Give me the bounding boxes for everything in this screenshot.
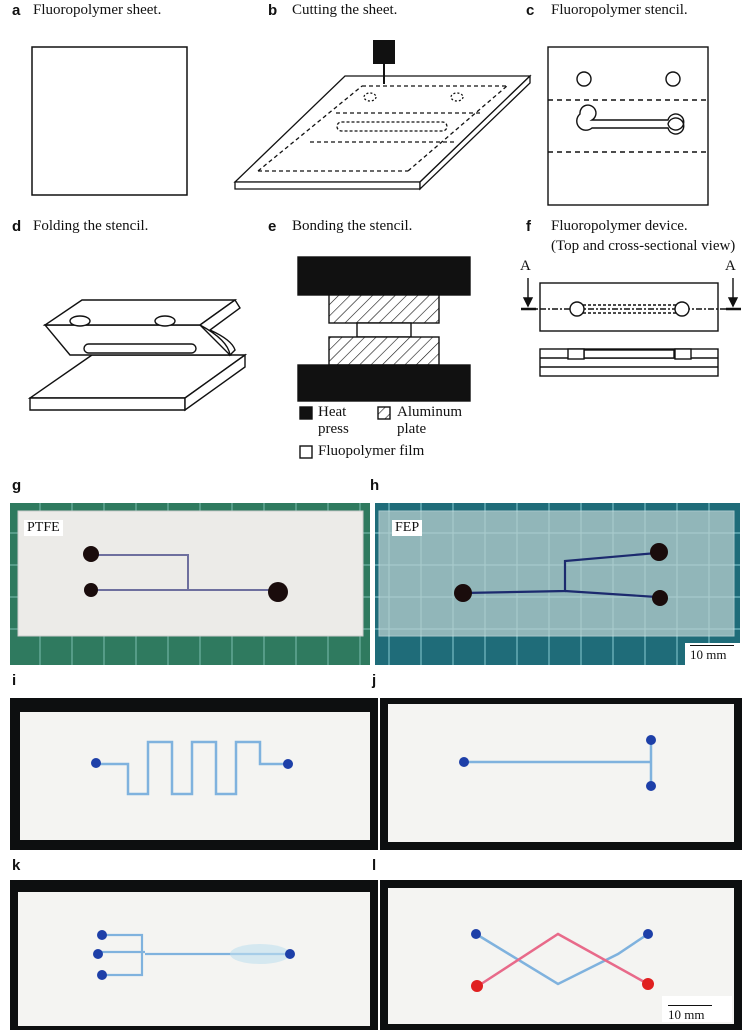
fep-outlet-1: [650, 543, 668, 561]
legend-heat-press-2: press: [318, 421, 349, 437]
legend-film-swatch: [299, 445, 313, 459]
t-junction-outlet-1: [646, 735, 656, 745]
scalebar-h: [690, 645, 734, 646]
fep-inlet: [454, 584, 472, 602]
l-red-outlet: [642, 978, 654, 990]
photo-t-junction-device: [380, 698, 742, 850]
k-inlet-1: [97, 930, 107, 940]
folding-stencil-drawing: [27, 298, 248, 412]
ptfe-sheet: [17, 510, 364, 637]
panel-title-b: Cutting the sheet.: [292, 2, 398, 18]
section-label-right: A: [725, 258, 736, 274]
cutter-head: [373, 40, 395, 64]
k-outlet: [285, 949, 295, 959]
ptfe-tag: PTFE: [24, 520, 63, 536]
l-blue-outlet: [643, 929, 653, 939]
k-inlet-2: [93, 949, 103, 959]
section-arrows: [521, 278, 741, 311]
ptfe-inlet-2: [84, 583, 98, 597]
serpentine-outlet: [283, 759, 293, 769]
scalebar-h-label: 10 mm: [690, 647, 727, 662]
legend-heat-press-swatch: [299, 406, 313, 420]
fep-sheet: [378, 510, 735, 637]
t-junction-outlet-2: [646, 781, 656, 791]
panel-title-a: Fluoropolymer sheet.: [33, 2, 162, 18]
l-red-inlet: [471, 980, 483, 992]
bonding-press-drawing: [297, 256, 471, 459]
fluoropolymer-film: [356, 322, 412, 338]
legend-aluminum-1: Aluminum: [397, 404, 463, 420]
ptfe-outlet: [268, 582, 288, 602]
panel-label-k: k: [12, 857, 21, 874]
ptfe-inlet-1: [83, 546, 99, 562]
section-label-left: A: [520, 258, 531, 274]
panel-label-e: e: [268, 218, 277, 235]
panel-label-a: a: [12, 2, 21, 19]
heat-press-top: [297, 256, 471, 296]
device-drawing: [528, 282, 733, 377]
legend-film: Fluopolymer film: [318, 443, 425, 459]
scalebar-l: [668, 1005, 712, 1006]
panel-title-c: Fluoropolymer stencil.: [551, 2, 688, 18]
t-junction-inlet: [459, 757, 469, 767]
serpentine-inlet: [91, 758, 101, 768]
aluminum-plate-top: [328, 294, 440, 324]
panel-label-g: g: [12, 477, 22, 494]
photo-ptfe-device: [10, 503, 370, 665]
panel-title-e: Bonding the stencil.: [292, 218, 413, 234]
legend-aluminum-2: plate: [397, 421, 427, 437]
fep-tag: FEP: [392, 520, 423, 536]
panel-label-f: f: [526, 218, 531, 235]
legend-heat-press-1: Heat: [318, 404, 347, 420]
panel-title-d: Folding the stencil.: [33, 218, 149, 234]
photo-three-inlet-device: [10, 880, 378, 1030]
panel-label-d: d: [12, 218, 22, 235]
panel-subtitle-f: (Top and cross-sectional view): [551, 238, 736, 254]
schematic-drawings: [27, 40, 741, 459]
panel-label-l: l: [372, 857, 377, 874]
legend-aluminum-swatch: [377, 406, 391, 420]
panel-label-c: c: [526, 2, 535, 19]
photo-fep-device: [375, 503, 740, 665]
panel-label-j: j: [372, 672, 377, 689]
stencil-drawing: [547, 46, 709, 206]
panel-title-f: Fluoropolymer device.: [551, 218, 688, 234]
aluminum-plate-bottom: [328, 336, 440, 366]
photo-serpentine-device: [10, 698, 378, 850]
fep-outlet-2: [652, 590, 668, 606]
cutting-sheet-drawing: [233, 74, 532, 191]
panel-label-i: i: [12, 672, 17, 689]
photo-crossing-device: [380, 880, 742, 1030]
l-blue-inlet: [471, 929, 481, 939]
k-inlet-3: [97, 970, 107, 980]
heat-press-bottom: [297, 364, 471, 402]
scalebar-l-label: 10 mm: [668, 1007, 705, 1022]
fluoropolymer-sheet: [31, 46, 188, 196]
panel-label-h: h: [370, 477, 380, 494]
panel-label-b: b: [268, 2, 278, 19]
